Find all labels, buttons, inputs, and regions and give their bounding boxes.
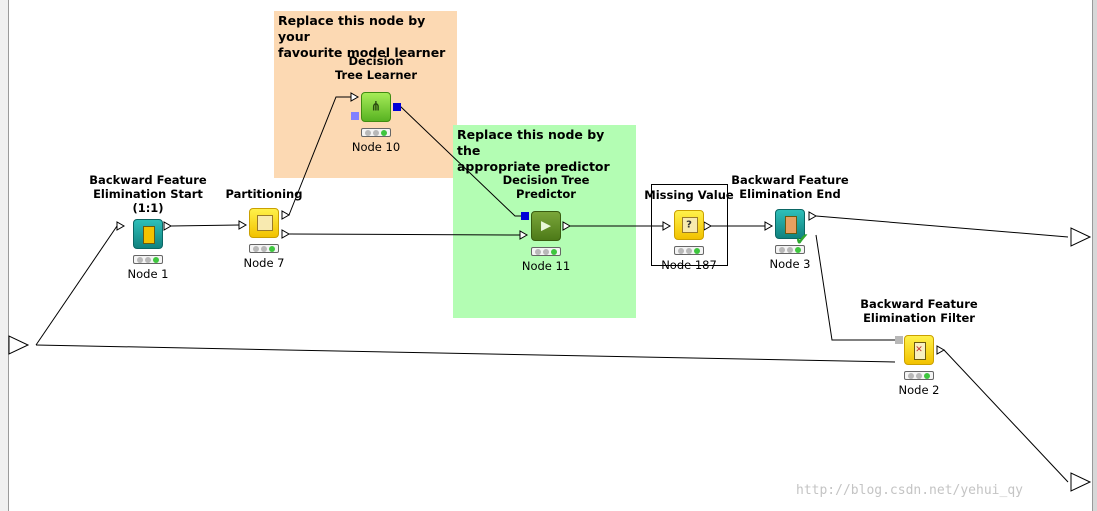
bfe-end-out-port-top (808, 211, 818, 221)
filter-in-port (895, 336, 903, 344)
node-label[interactable]: Node 187 (661, 258, 717, 272)
partitioning-out-port-top (281, 210, 291, 220)
node-title: Backward Feature Elimination Filter (860, 297, 978, 325)
learner-model-out-port (393, 103, 401, 111)
workflow-output-port-top (1070, 227, 1092, 247)
status-traffic-light (674, 246, 704, 255)
bfe-start-in-port (116, 221, 126, 231)
predictor-out-port (562, 221, 572, 231)
tree-learner-icon[interactable]: ⋔ (361, 92, 391, 122)
checkmark-icon: ✔ (795, 230, 810, 250)
connection-bfe-start-partitioning (170, 224, 240, 227)
node-label[interactable]: Node 1 (127, 267, 169, 281)
connection-bfe-end-filter (815, 234, 895, 341)
predictor-in-port-data (519, 230, 529, 240)
node-title: Backward Feature Elimination End (731, 173, 849, 201)
missing-value-icon[interactable]: ? (674, 210, 704, 240)
filter-out-port (936, 345, 946, 355)
connection-partitioning-learner (288, 96, 351, 216)
partition-icon[interactable] (249, 208, 279, 238)
node-title: Decision Tree Learner (334, 54, 418, 82)
node-bfe-start[interactable]: Backward Feature Elimination Start (1:1)… (88, 173, 208, 281)
node-label[interactable]: Node 7 (243, 256, 285, 270)
missing-value-in-port (662, 221, 672, 231)
learner-in-port-table (351, 112, 359, 120)
node-title: Backward Feature Elimination Start (1:1) (89, 173, 207, 215)
node-partitioning[interactable]: Partitioning Node 7 (204, 187, 324, 270)
node-label[interactable]: Node 2 (898, 383, 940, 397)
node-decision-tree-learner[interactable]: Decision Tree Learner ⋔ Node 10 (316, 54, 436, 154)
node-label[interactable]: Node 11 (521, 259, 571, 273)
connection-input-bfe-start (35, 225, 118, 346)
learner-in-port (350, 92, 360, 102)
connection-learner-predictor (399, 105, 521, 217)
connection-partitioning-predictor (288, 233, 521, 236)
connection-filter-output-bottom (943, 349, 1069, 483)
node-title: Partitioning (225, 187, 303, 201)
partitioning-out-port-bottom (281, 229, 291, 239)
filter-icon[interactable]: ✕ (904, 335, 934, 365)
status-traffic-light (249, 244, 279, 253)
status-traffic-light (904, 371, 934, 380)
node-label[interactable]: Node 3 (769, 257, 811, 271)
status-traffic-light (531, 247, 561, 256)
watermark: http://blog.csdn.net/yehui_qy (796, 483, 1023, 498)
connection-bfe-end-output-top (815, 215, 1069, 238)
bfe-start-out-port (163, 221, 173, 231)
predictor-icon[interactable]: ▶ (531, 211, 561, 241)
status-traffic-light (775, 245, 805, 254)
partitioning-in-port (238, 220, 248, 230)
node-title: Missing Value (644, 188, 734, 202)
annotation-model-learner[interactable]: Replace this node by your favourite mode… (274, 11, 457, 178)
predictor-model-in-port (521, 212, 529, 220)
node-title: Decision Tree Predictor (502, 173, 590, 201)
node-label[interactable]: Node 10 (351, 140, 401, 154)
bfe-end-in-port (764, 221, 774, 231)
workflow-input-port (8, 335, 30, 355)
node-missing-value[interactable]: Missing Value ? Node 187 (629, 188, 749, 272)
node-bfe-end[interactable]: Backward Feature Elimination End Node 3 (730, 173, 850, 271)
loop-end-icon[interactable] (775, 209, 805, 239)
loop-start-icon[interactable] (133, 219, 163, 249)
node-bfe-filter[interactable]: Backward Feature Elimination Filter ✕ No… (859, 297, 979, 397)
missing-value-out-port (703, 221, 713, 231)
missing-value-node-border (651, 184, 728, 266)
node-decision-tree-predictor[interactable]: Decision Tree Predictor ▶ Node 11 (486, 173, 606, 273)
status-traffic-light (133, 255, 163, 264)
annotation-predictor[interactable]: Replace this node by the appropriate pre… (453, 125, 636, 318)
workflow-output-port-bottom (1070, 472, 1092, 492)
connection-input-bfe-filter (35, 344, 896, 363)
status-traffic-light (361, 128, 391, 137)
